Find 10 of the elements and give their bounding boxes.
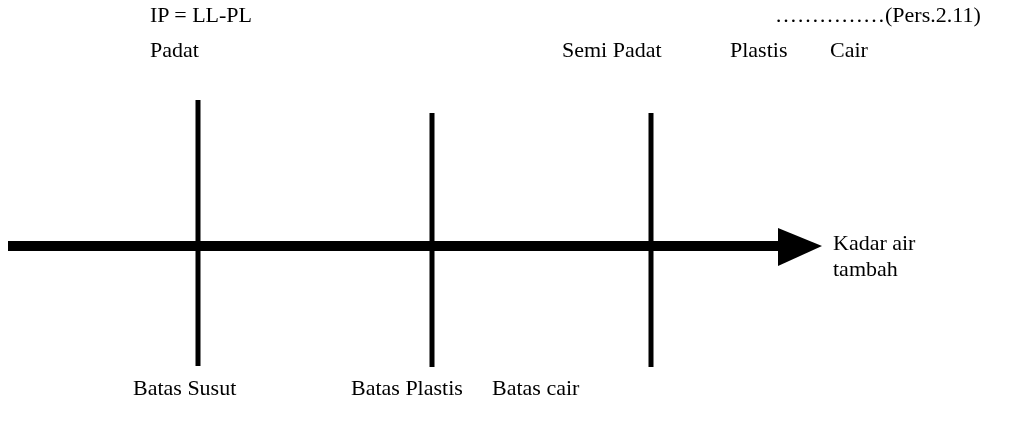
state-label: Cair xyxy=(830,37,868,63)
state-label: Plastis xyxy=(730,37,788,63)
limit-label: Batas Susut xyxy=(133,375,237,401)
axis-label: Kadar air tambah xyxy=(833,230,917,282)
state-label: Padat xyxy=(150,37,199,63)
equation-number: ……………(Pers.2.11) xyxy=(775,2,981,28)
limit-label: Batas cair xyxy=(492,375,580,401)
state-label: Semi Padat xyxy=(562,37,662,63)
limit-label: Batas Plastis xyxy=(351,375,463,401)
formula-text: IP = LL-PL xyxy=(150,2,253,28)
